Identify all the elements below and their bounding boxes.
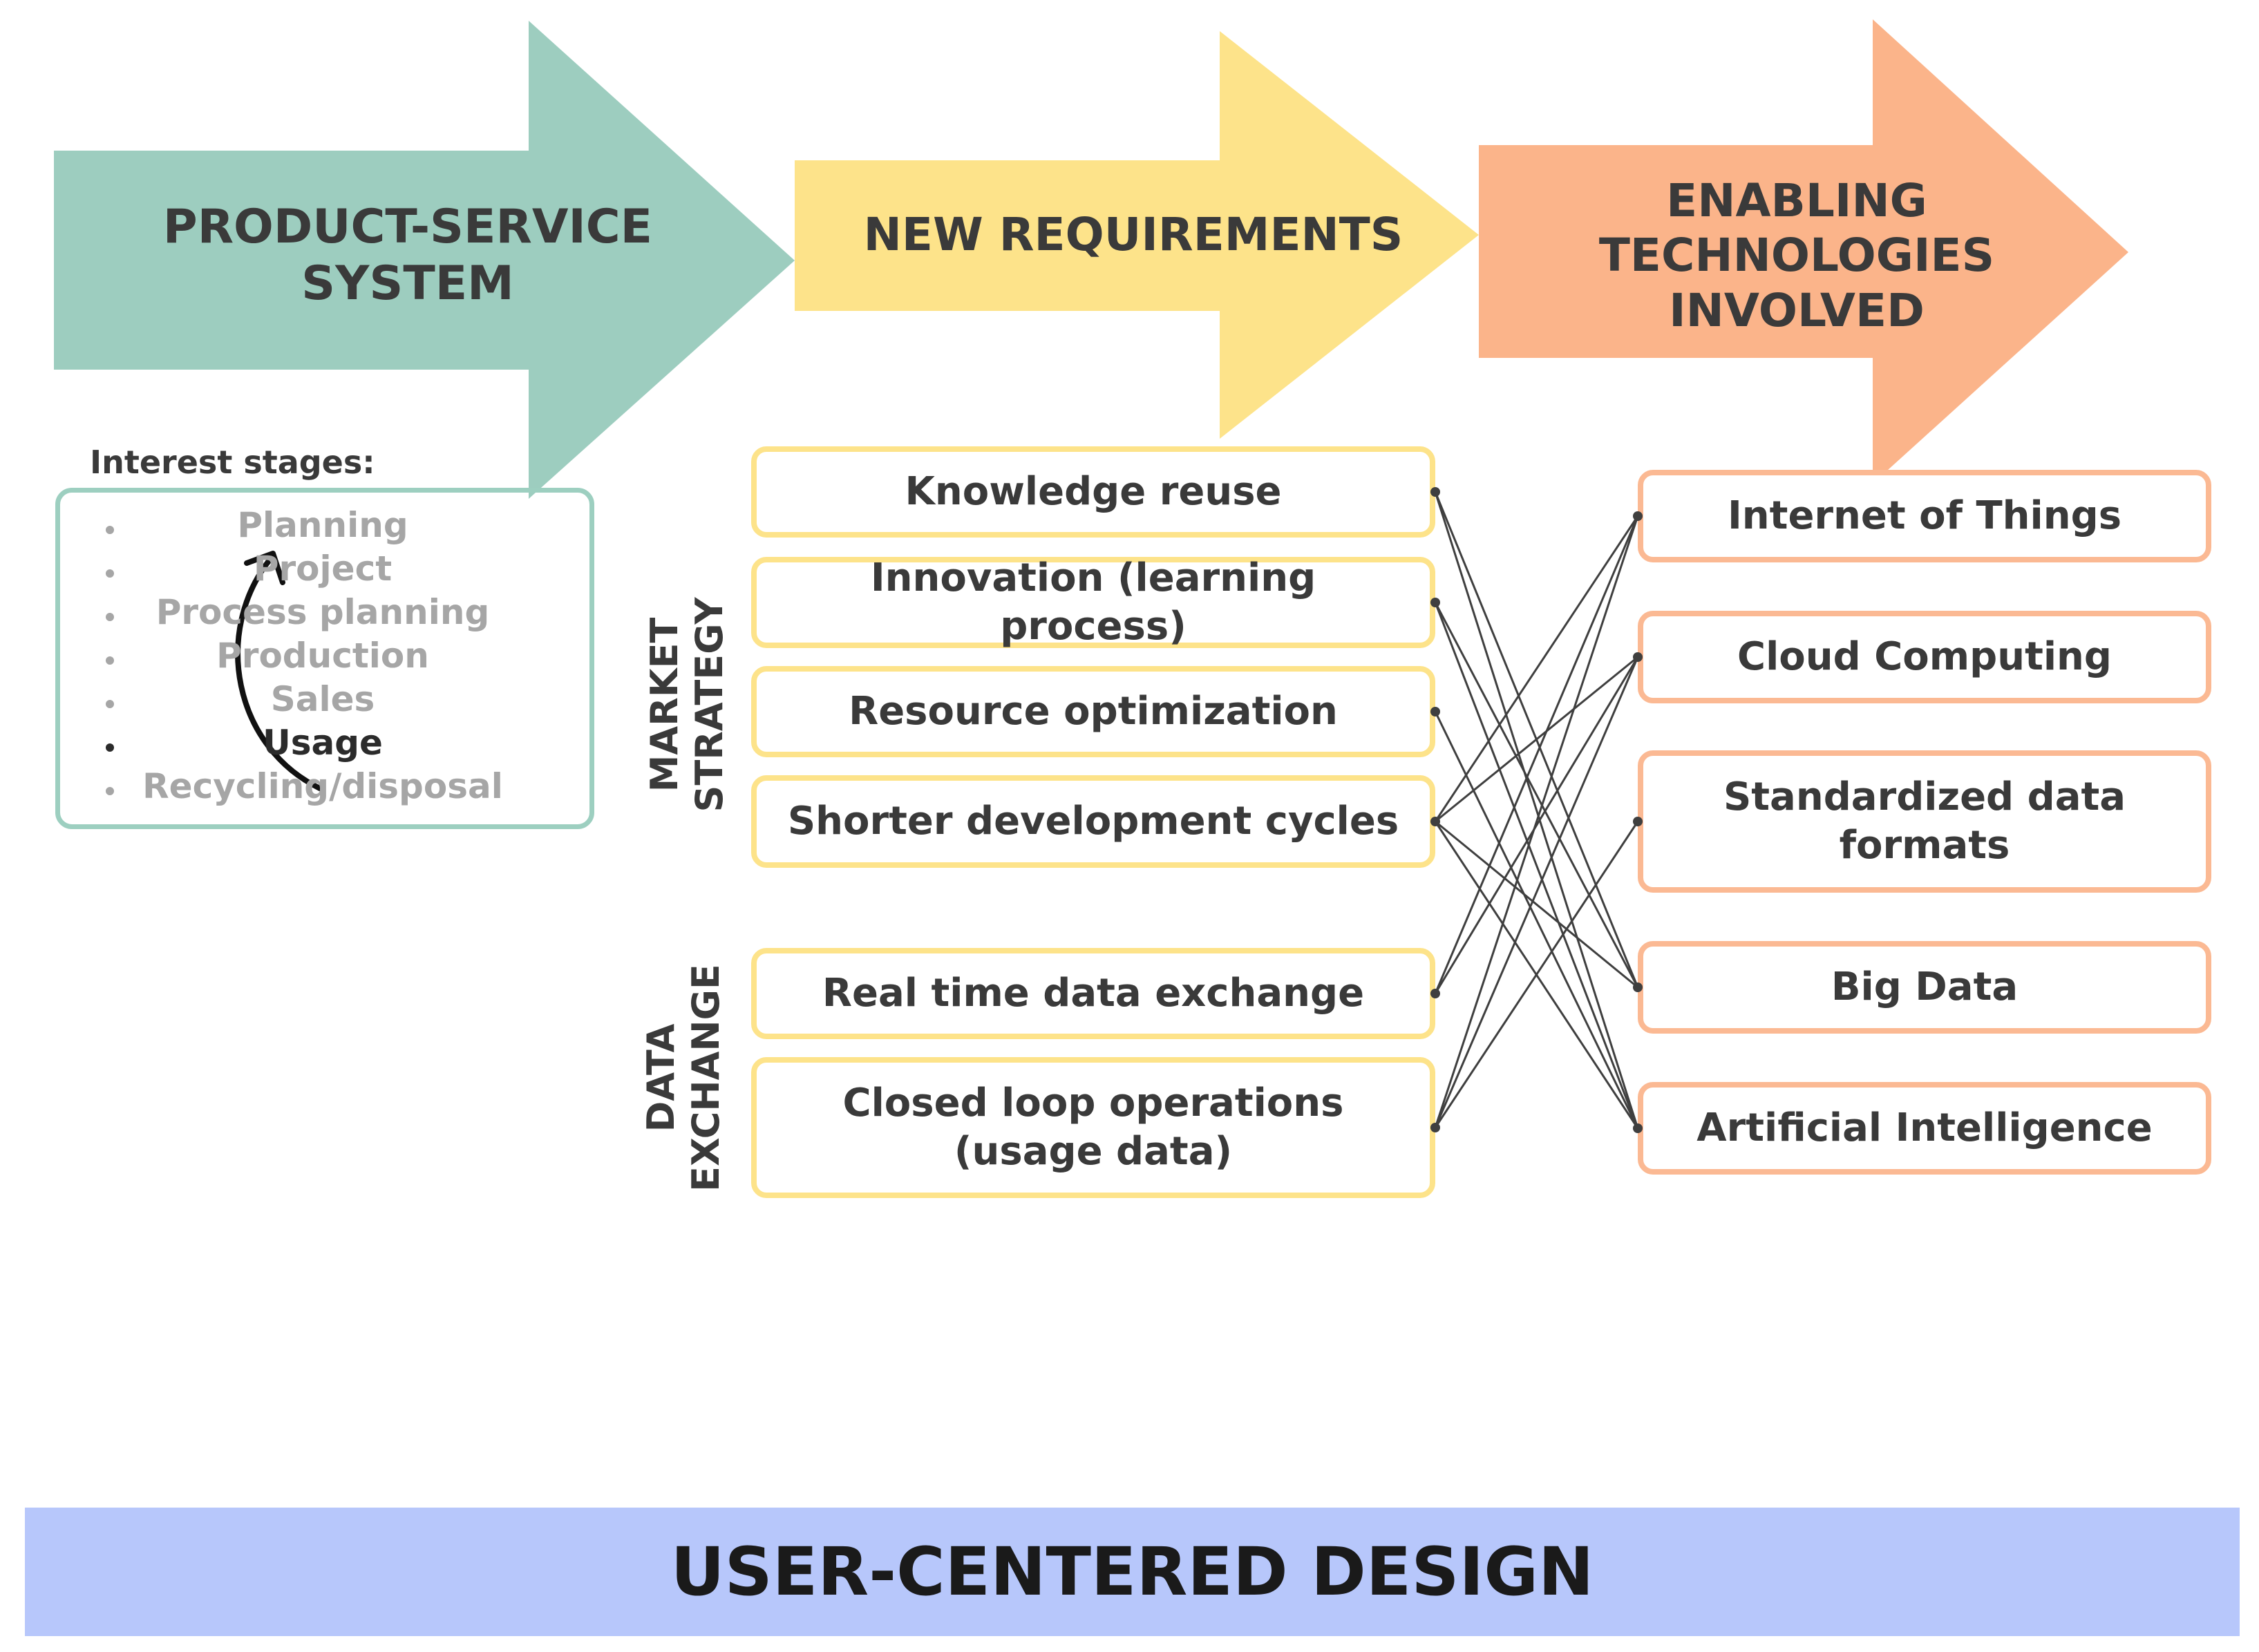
technology-ai: Artificial Intelligence	[1638, 1082, 2211, 1175]
technology-cloud: Cloud Computing	[1638, 611, 2211, 703]
pss-arrow-shape	[54, 21, 795, 499]
interest-stage-item: Usage	[263, 723, 383, 763]
technology-data-formats: Standardized data formats	[1638, 750, 2211, 893]
requirement-real-time-data: Real time data exchange	[751, 948, 1435, 1039]
stage-bullet	[106, 700, 114, 708]
stage-bullet	[106, 787, 114, 795]
interest-stage-item: Planning	[237, 505, 408, 545]
interest-stage-item: Production	[216, 636, 429, 676]
data-exchange-label: DATA EXCHANGE	[639, 964, 728, 1192]
stage-bullet	[106, 743, 114, 752]
technologies-arrow-title: ENABLING TECHNOLOGIES INVOLVED	[1598, 174, 1995, 337]
technology-iot: Internet of Things	[1638, 470, 2211, 562]
requirement-resource-optimization: Resource optimization	[751, 666, 1435, 757]
stage-bullet	[106, 613, 114, 621]
requirement-innovation: Innovation (learning process)	[751, 556, 1435, 649]
technologies-arrow-shape	[1479, 19, 2128, 484]
stage-bullet	[106, 569, 114, 578]
requirement-knowledge-reuse: Knowledge reuse	[751, 446, 1435, 538]
pss-arrow-title: PRODUCT-SERVICE SYSTEM	[162, 200, 653, 311]
requirement-shorter-cycles: Shorter development cycles	[751, 775, 1435, 868]
user-centered-design-band: USER-CENTERED DESIGN	[25, 1508, 2240, 1636]
market-strategy-label: MARKET STRATEGY	[643, 597, 731, 813]
interest-stage-item: Recycling/disposal	[142, 766, 503, 806]
user-centered-design-label: USER-CENTERED DESIGN	[670, 1533, 1594, 1611]
requirement-closed-loop: Closed loop operations (usage data)	[751, 1057, 1435, 1198]
stage-bullet	[106, 526, 114, 534]
requirements-arrow-title: NEW REQUIREMENTS	[863, 208, 1403, 262]
interest-stage-item: Process planning	[155, 592, 490, 632]
stage-bullet	[106, 656, 114, 665]
requirements-arrow-shape	[795, 31, 1479, 439]
interest-stages-label: Interest stages:	[90, 444, 375, 481]
technology-big-data: Big Data	[1638, 941, 2211, 1034]
interest-stage-item: Project	[253, 549, 393, 589]
cycle-arrow-icon	[235, 551, 325, 792]
interest-stage-item: Sales	[270, 679, 375, 719]
